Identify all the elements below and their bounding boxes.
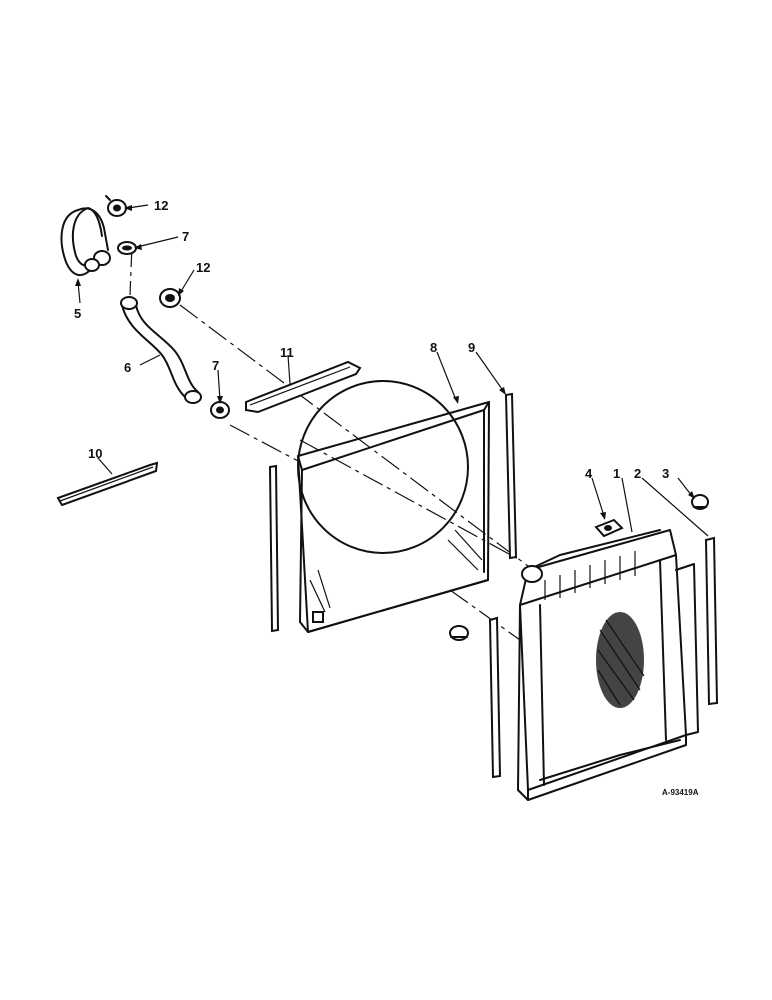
- callout-2: 2: [634, 466, 641, 481]
- lower-radiator-hose: [120, 296, 202, 404]
- radiator-core: [596, 612, 645, 708]
- callout-leaders: [75, 204, 709, 537]
- drain-plug: [449, 625, 469, 641]
- seal-strip-left: [268, 464, 280, 633]
- seal-strip-2: [704, 536, 719, 706]
- callout-7-lower: 7: [212, 358, 219, 373]
- assembly-centerlines: [129, 244, 541, 641]
- radiator-cap-3: [691, 494, 709, 510]
- hose-clamp-7-upper: [117, 241, 137, 255]
- callout-3: 3: [662, 466, 669, 481]
- figure-reference-code: A-93419A: [662, 788, 699, 797]
- seal-strip-lower-left: [488, 616, 502, 779]
- callout-11: 11: [280, 345, 294, 360]
- callout-8: 8: [430, 340, 437, 355]
- radiator: [517, 529, 699, 801]
- callout-9: 9: [468, 340, 475, 355]
- callout-labels: 12 7 12 5 6 7 11 10 8 9 4 1 2 3: [74, 198, 669, 481]
- callout-12-upper: 12: [154, 198, 168, 213]
- callout-4: 4: [585, 466, 593, 481]
- callout-6: 6: [124, 360, 131, 375]
- seal-strip-9: [504, 392, 518, 560]
- hose-clamp-12-upper: [105, 195, 127, 217]
- callout-1: 1: [613, 466, 620, 481]
- callout-5: 5: [74, 306, 81, 321]
- hose-clamp-7-lower: [210, 401, 230, 419]
- brace-10: [56, 461, 159, 507]
- hose-clamp-12-lower: [159, 288, 181, 308]
- callout-12-lower: 12: [196, 260, 210, 275]
- callout-10: 10: [88, 446, 102, 461]
- callout-7-upper: 7: [182, 229, 189, 244]
- upper-radiator-hose: [60, 207, 111, 277]
- brace-11: [245, 360, 362, 414]
- fan-shroud: [297, 380, 490, 633]
- radiator-cap-4: [594, 518, 624, 538]
